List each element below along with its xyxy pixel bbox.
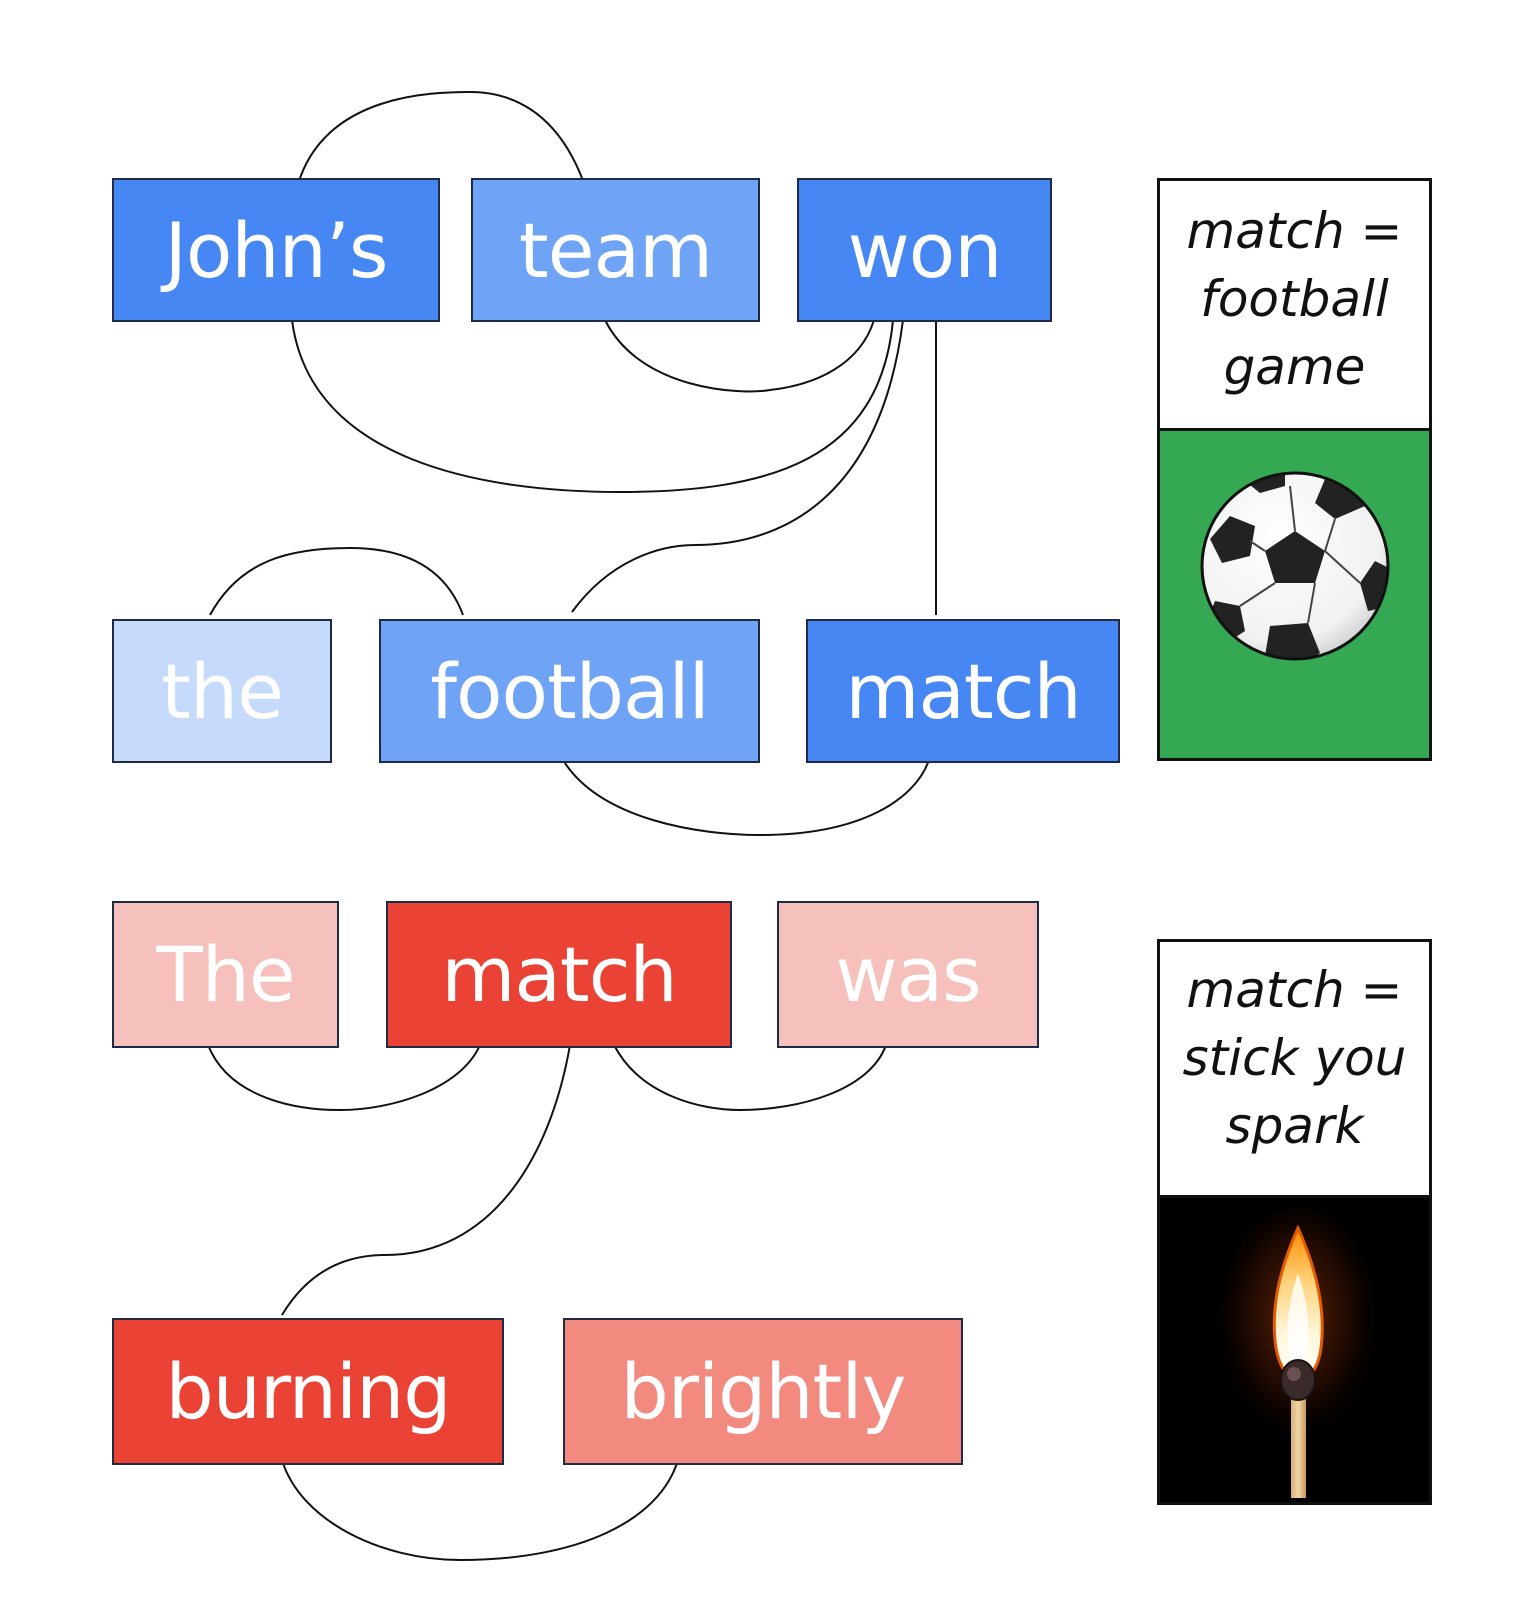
word-football: football — [379, 619, 760, 763]
legend-stick-line-2: stick you — [1182, 1029, 1407, 1087]
legend-stick-line-3: spark — [1225, 1097, 1364, 1155]
word-brightly: brightly — [563, 1318, 963, 1465]
link-football-match — [562, 759, 930, 837]
word-won: won — [797, 178, 1052, 322]
link-the-match — [207, 1044, 481, 1112]
link-johns-won — [291, 319, 894, 494]
word-team: team — [471, 178, 760, 322]
link-match-was — [613, 1044, 887, 1112]
link-match-burning — [281, 1044, 571, 1316]
word-was: was — [777, 901, 1039, 1048]
word-the-sentence2: The — [112, 901, 339, 1048]
legend-football-image — [1160, 431, 1429, 758]
soccer-ball-icon — [1200, 471, 1390, 661]
legend-football-meaning: match = football game — [1157, 178, 1432, 761]
link-burning-brightly — [281, 1459, 679, 1562]
word-match-sentence2: match — [386, 901, 732, 1048]
burning-match-icon — [1218, 1208, 1378, 1498]
legend-football-divider — [1160, 428, 1429, 431]
legend-stick-meaning: match = stick you spark — [1157, 939, 1432, 1505]
legend-stick-line-1: match = — [1186, 961, 1403, 1019]
word-johns: John’s — [112, 178, 440, 322]
link-the-football — [209, 546, 464, 616]
link-team-won — [604, 319, 875, 393]
link-football-won — [571, 319, 904, 613]
legend-stick-image — [1160, 1198, 1429, 1502]
link-johns-team — [299, 90, 583, 179]
word-match-sentence1: match — [806, 619, 1120, 763]
legend-football-line-1: match = — [1186, 202, 1403, 260]
legend-football-line-2: football — [1200, 270, 1389, 328]
word-the: the — [112, 619, 332, 763]
legend-stick-divider — [1160, 1195, 1429, 1198]
word-burning: burning — [112, 1318, 504, 1465]
legend-football-line-3: game — [1223, 338, 1366, 396]
